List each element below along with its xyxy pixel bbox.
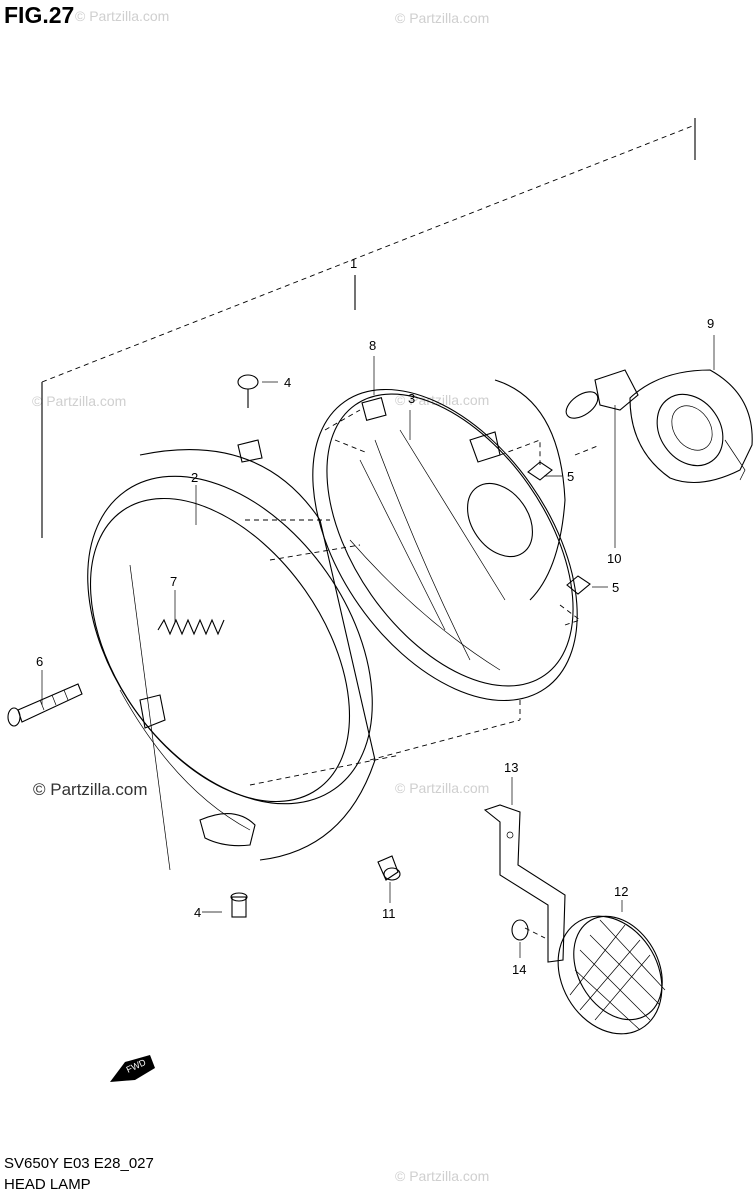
figure-title: FIG.27 bbox=[4, 2, 75, 28]
reflector bbox=[557, 915, 666, 1035]
callout-8: 8 bbox=[369, 338, 376, 353]
lamp-unit bbox=[312, 379, 578, 702]
figure-code: SV650Y E03 E28_027 bbox=[4, 1155, 154, 1172]
bracket-13 bbox=[483, 804, 566, 963]
fwd-arrow-icon: FWD bbox=[110, 1055, 155, 1082]
callout-5-lower: 5 bbox=[612, 580, 619, 595]
callout-4-lower: 4 bbox=[194, 905, 201, 920]
clip-lower bbox=[566, 575, 591, 595]
screw-lower bbox=[230, 892, 248, 918]
watermark: © Partzilla.com bbox=[395, 10, 490, 26]
leader-lines bbox=[41, 335, 715, 958]
spring bbox=[157, 618, 225, 636]
callout-4-upper: 4 bbox=[284, 375, 291, 390]
callout-6: 6 bbox=[36, 654, 43, 669]
nut-14 bbox=[511, 919, 529, 941]
callout-5-upper: 5 bbox=[567, 469, 574, 484]
watermark: © Partzilla.com bbox=[32, 393, 127, 409]
watermark: © Partzilla.com bbox=[395, 392, 490, 408]
callout-2: 2 bbox=[191, 470, 198, 485]
watermark: © Partzilla.com bbox=[33, 780, 148, 799]
callout-9: 9 bbox=[707, 316, 714, 331]
callout-12: 12 bbox=[614, 884, 628, 899]
callout-1: 1 bbox=[350, 256, 357, 271]
watermark: © Partzilla.com bbox=[395, 780, 490, 796]
callout-14: 14 bbox=[512, 962, 526, 977]
lamp-cover bbox=[629, 369, 753, 483]
watermark: © Partzilla.com bbox=[395, 1168, 490, 1184]
callout-10: 10 bbox=[607, 551, 621, 566]
callout-13: 13 bbox=[504, 760, 518, 775]
figure-name: HEAD LAMP bbox=[4, 1176, 91, 1193]
watermark: © Partzilla.com bbox=[75, 8, 170, 24]
callout-11: 11 bbox=[382, 906, 396, 921]
bulb bbox=[565, 369, 639, 540]
screw-upper bbox=[237, 374, 259, 408]
clip-upper bbox=[527, 461, 553, 481]
adjust-bolt bbox=[7, 683, 83, 727]
screw-11 bbox=[377, 855, 401, 881]
housing-ring bbox=[87, 439, 376, 871]
callout-7: 7 bbox=[170, 574, 177, 589]
assembly-bracket bbox=[41, 118, 696, 538]
callout-3: 3 bbox=[408, 391, 415, 406]
nut-8 bbox=[361, 397, 387, 421]
